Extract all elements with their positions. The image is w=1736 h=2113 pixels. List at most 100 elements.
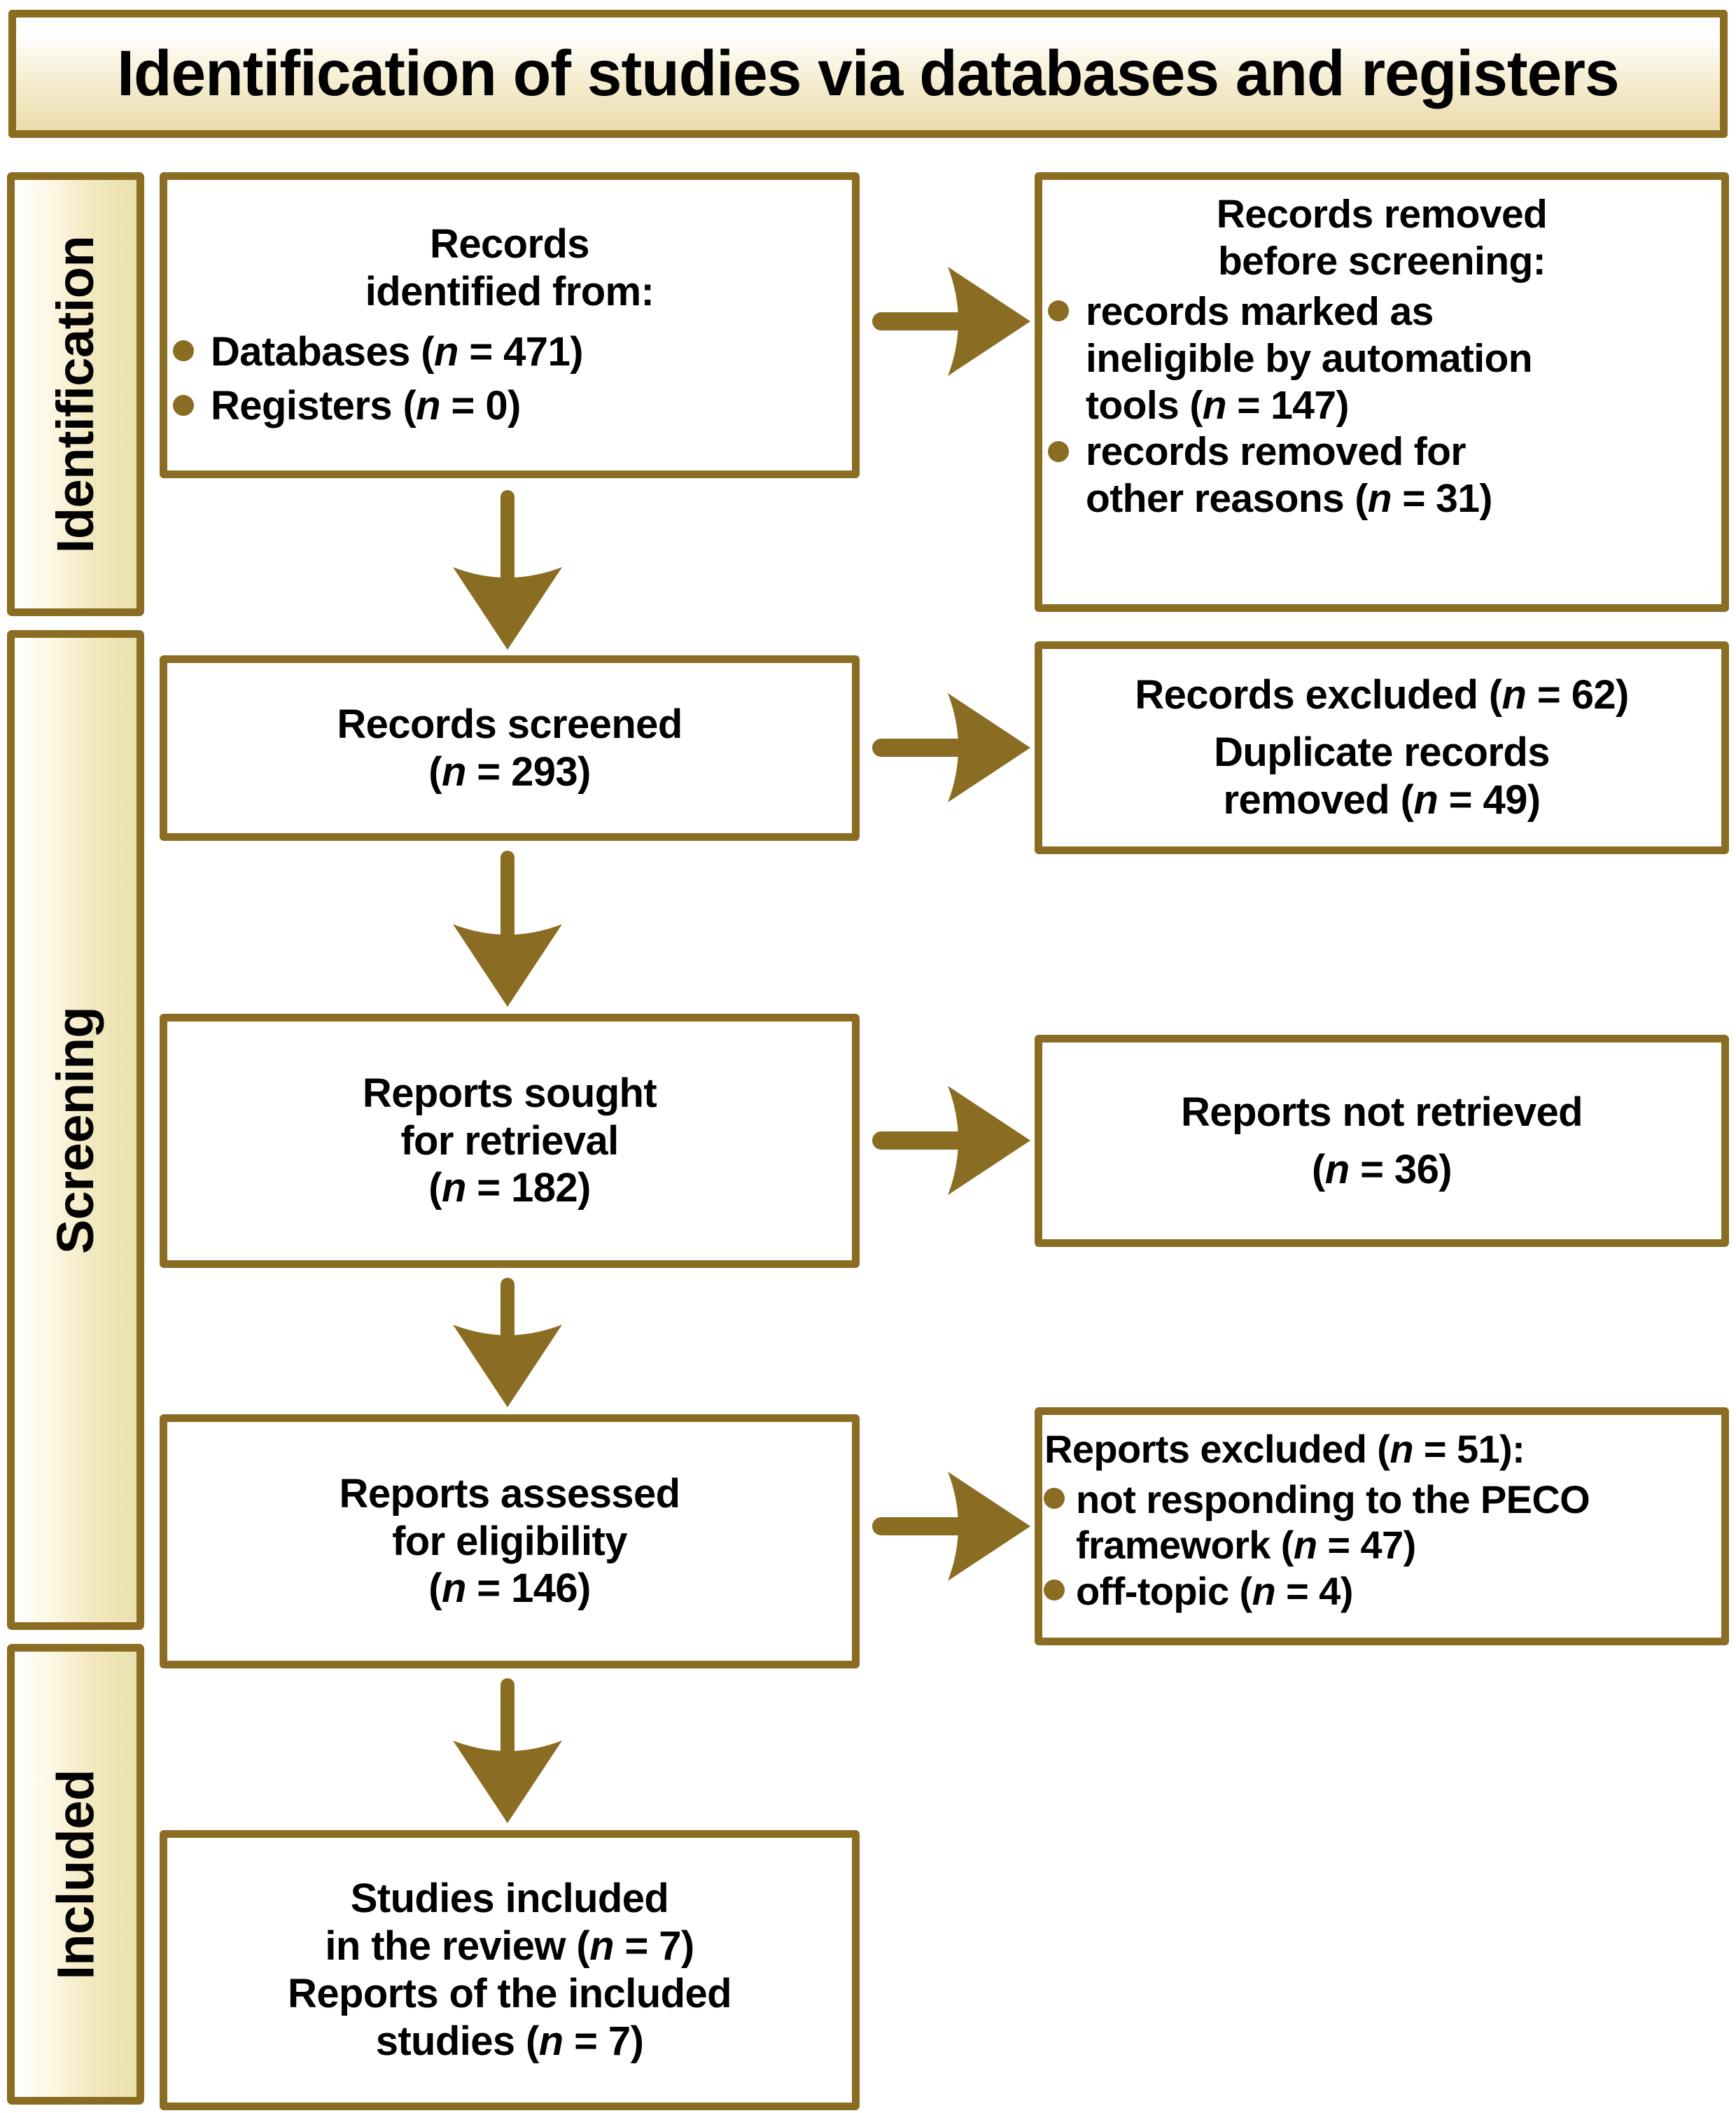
reports-not-retrieved-text: Reports not retrieved (n = 36) xyxy=(1042,1089,1721,1194)
reports-not-retrieved-line1: Reports not retrieved xyxy=(1181,1089,1583,1135)
stage-label-identification: Identification xyxy=(46,235,105,553)
records-excluded-line1-pre: Records excluded ( xyxy=(1135,672,1502,718)
n-symbol: n xyxy=(441,1165,466,1211)
n-symbol: n xyxy=(1324,1146,1350,1192)
n-value: = 7) xyxy=(563,2018,644,2064)
reports-sought-text: Reports sought for retrieval (n = 182) xyxy=(167,1070,852,1213)
reports-excluded-heading-line: Reports excluded (n = 51): xyxy=(1044,1426,1723,1472)
n-symbol: n xyxy=(1202,382,1227,428)
records-excluded-line1: Records excluded (n = 62) xyxy=(1042,671,1721,719)
records-excluded-text: Records excluded (n = 62) Duplicate reco… xyxy=(1042,671,1721,824)
n-symbol: n xyxy=(1367,476,1392,522)
box-records-identified: Records identified from: Databases (n = … xyxy=(160,172,860,478)
stage-bar-screening: Screening xyxy=(7,630,144,1630)
studies-included-line2: in the review (n = 7) xyxy=(167,1923,852,1970)
studies-included-line4: studies (n = 7) xyxy=(167,2018,852,2065)
list-item: records marked as ineligible by automati… xyxy=(1042,288,1721,428)
records-excluded-line3-pre: removed ( xyxy=(1223,776,1414,823)
n-symbol: n xyxy=(416,383,441,429)
bullet-text: Databases ( xyxy=(211,328,435,375)
bullet-line3: tools (n = 147) xyxy=(1086,382,1721,429)
studies-included-text: Studies included in the review (n = 7) R… xyxy=(167,1875,852,2065)
arrow-sought-to-assessed xyxy=(453,1278,562,1407)
bullet-line3-pre: tools ( xyxy=(1086,382,1203,428)
n-value: = 471) xyxy=(458,328,583,375)
arrow-sought-to-not-retrieved xyxy=(872,1086,1030,1195)
stage-bar-included: Included xyxy=(7,1644,144,2105)
records-removed-heading-line1: Records removed xyxy=(1216,192,1548,237)
reports-not-retrieved-line2: (n = 36) xyxy=(1042,1146,1721,1194)
n-value: = 47) xyxy=(1317,1523,1416,1568)
reports-assessed-text: Reports assessed for eligibility (n = 14… xyxy=(167,1470,852,1613)
n-value: = 4) xyxy=(1275,1568,1353,1613)
bullet-dot-icon xyxy=(1048,300,1069,322)
box-reports-assessed-for-eligibility: Reports assessed for eligibility (n = 14… xyxy=(160,1414,860,1668)
bullet-line2-pre: other reasons ( xyxy=(1086,476,1368,522)
arrow-screened-to-sought xyxy=(453,851,562,1007)
box-records-excluded: Records excluded (n = 62) Duplicate reco… xyxy=(1035,641,1729,854)
studies-included-line4-pre: studies ( xyxy=(375,2018,540,2064)
list-item: Databases (n = 471) xyxy=(167,328,852,376)
records-excluded-line2: Duplicate records xyxy=(1214,730,1550,776)
records-screened-text: Records screened (n = 293) xyxy=(167,701,852,796)
bullet-line1: records marked as xyxy=(1086,289,1434,335)
arrow-screened-to-excluded xyxy=(872,693,1030,802)
paren-open: ( xyxy=(428,748,442,795)
records-removed-heading: Records removed before screening: xyxy=(1042,191,1721,284)
page-title: Identification of studies via databases … xyxy=(117,38,1619,109)
n-symbol: n xyxy=(1413,776,1438,823)
bullet-line2: ineligible by automation xyxy=(1086,336,1533,382)
list-item: records removed for other reasons (n = 3… xyxy=(1042,428,1721,522)
records-identified-bullet-list: Databases (n = 471) Registers (n = 0) xyxy=(167,328,852,431)
bullet-text: Registers ( xyxy=(211,383,416,429)
n-symbol: n xyxy=(1390,1427,1413,1471)
bullet-line1: not responding to the PECO xyxy=(1076,1477,1590,1521)
box-records-removed-before-screening: Records removed before screening: record… xyxy=(1035,172,1729,612)
studies-included-line1: Studies included xyxy=(350,1876,669,1922)
diagram-title-banner: Identification of studies via databases … xyxy=(8,10,1728,138)
n-value: = 31) xyxy=(1392,476,1492,522)
n-value: = 62) xyxy=(1526,672,1629,718)
n-symbol: n xyxy=(441,748,466,795)
studies-included-line2-pre: in the review ( xyxy=(325,1923,590,1969)
arrow-assessed-to-included xyxy=(453,1678,562,1823)
reports-assessed-line1: Reports assessed xyxy=(339,1470,680,1516)
records-screened-line1: Records screened xyxy=(337,701,682,747)
n-symbol: n xyxy=(1252,1568,1276,1613)
reports-sought-line2: for retrieval xyxy=(400,1117,619,1164)
n-symbol: n xyxy=(441,1565,466,1612)
box-reports-excluded: Reports excluded (n = 51): not respondin… xyxy=(1035,1407,1729,1645)
paren-open: ( xyxy=(428,1165,442,1211)
reports-assessed-line3: (n = 146) xyxy=(167,1565,852,1612)
bullet-line1: off-topic (n = 4) xyxy=(1076,1568,1721,1615)
bullet-dot-icon xyxy=(173,394,194,416)
bullet-dot-icon xyxy=(1044,1488,1065,1509)
box-studies-included: Studies included in the review (n = 7) R… xyxy=(160,1830,860,2110)
stage-label-screening: Screening xyxy=(46,1006,105,1254)
bullet-dot-icon xyxy=(1048,440,1069,462)
n-value: = 0) xyxy=(440,383,522,429)
records-excluded-line3: removed (n = 49) xyxy=(1042,776,1721,824)
reports-excluded-heading: Reports excluded (n = 51): xyxy=(1040,1426,1723,1472)
n-symbol: n xyxy=(538,2018,564,2064)
records-removed-heading-line2: before screening: xyxy=(1217,238,1546,284)
list-item: not responding to the PECO framework (n … xyxy=(1042,1477,1721,1568)
bullet-dot-icon xyxy=(1044,1579,1065,1601)
list-item: off-topic (n = 4) xyxy=(1042,1568,1721,1615)
records-identified-heading: Records identified from: xyxy=(167,221,852,316)
records-identified-heading-line2: identified from: xyxy=(365,268,654,314)
n-value: = 36) xyxy=(1349,1146,1452,1192)
reports-sought-line1: Reports sought xyxy=(362,1070,657,1116)
paren-open: ( xyxy=(1312,1146,1325,1192)
reports-assessed-line2: for eligibility xyxy=(392,1518,627,1564)
bullet-line1: records removed for xyxy=(1086,429,1466,475)
paren-open: ( xyxy=(428,1565,442,1612)
n-value: = 293) xyxy=(465,748,591,795)
bullet-dot-icon xyxy=(173,340,194,361)
box-records-screened: Records screened (n = 293) xyxy=(160,655,860,841)
bullet-line2-pre: framework ( xyxy=(1076,1523,1294,1568)
n-value: = 49) xyxy=(1438,776,1541,823)
bullet-line2: other reasons (n = 31) xyxy=(1086,475,1721,522)
reports-excluded-bullet-list: not responding to the PECO framework (n … xyxy=(1042,1477,1721,1615)
